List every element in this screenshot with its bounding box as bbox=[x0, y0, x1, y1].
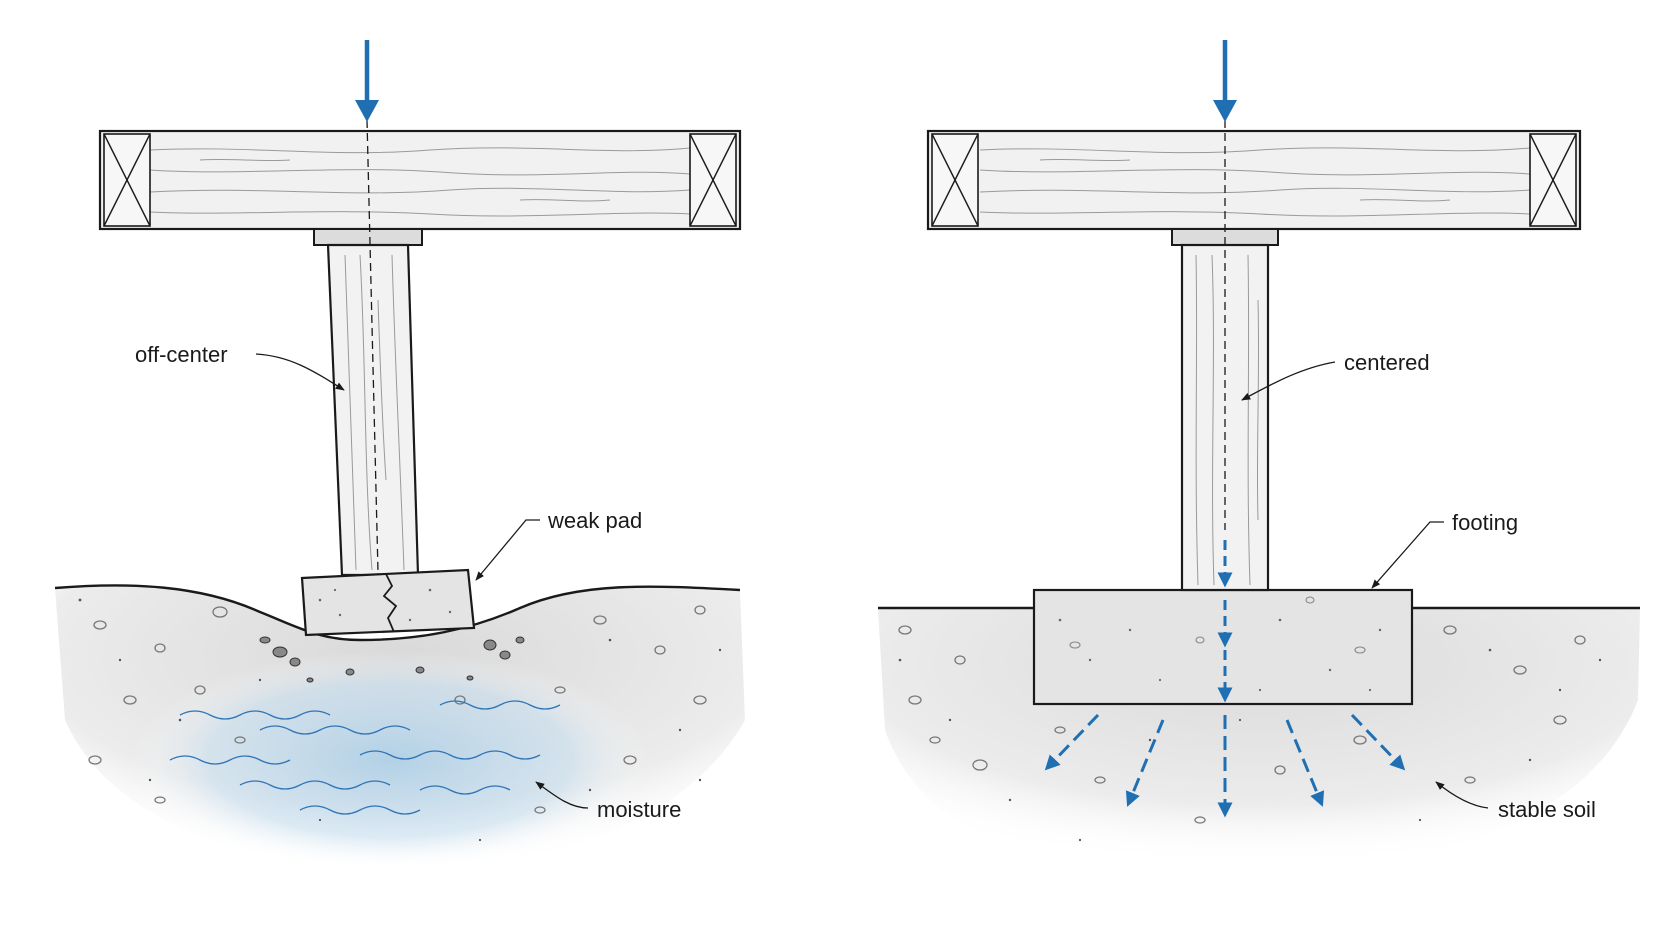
label-moisture: moisture bbox=[597, 797, 681, 822]
left-weak-pad bbox=[300, 568, 476, 637]
left-pad-debris bbox=[259, 636, 525, 683]
leader-centered bbox=[1241, 361, 1336, 401]
right-soil-dots bbox=[898, 648, 1602, 842]
right-beam bbox=[926, 129, 1582, 231]
right-load-spread bbox=[1044, 713, 1406, 818]
label-off-center: off-center bbox=[135, 342, 228, 367]
left-soil-dots bbox=[78, 598, 722, 842]
left-moisture-waves bbox=[169, 700, 561, 815]
left-load-arrow bbox=[355, 40, 379, 122]
right-panel: centered footing stable soil bbox=[878, 40, 1640, 880]
left-panel: off-center weak pad moisture bbox=[54, 40, 745, 870]
label-footing: footing bbox=[1452, 510, 1518, 535]
left-moisture-zone bbox=[130, 650, 650, 870]
left-ground-line bbox=[54, 584, 741, 642]
right-footing bbox=[1032, 588, 1414, 706]
label-centered: centered bbox=[1344, 350, 1430, 375]
leader-weak-pad bbox=[475, 519, 540, 581]
pad-crack bbox=[382, 573, 398, 633]
left-beam bbox=[98, 129, 742, 231]
left-post-cap bbox=[313, 228, 423, 246]
left-post bbox=[326, 243, 420, 577]
label-stable-soil: stable soil bbox=[1498, 797, 1596, 822]
right-load-arrow bbox=[1213, 40, 1237, 122]
leader-footing bbox=[1371, 521, 1444, 589]
label-weak-pad: weak pad bbox=[547, 508, 642, 533]
left-soil-pebbles bbox=[88, 605, 707, 814]
left-load-centerline bbox=[366, 119, 379, 573]
right-soil-pebbles bbox=[898, 625, 1586, 824]
leader-off-center bbox=[255, 353, 345, 391]
leader-stable-soil bbox=[1435, 781, 1489, 809]
leader-moisture bbox=[535, 781, 589, 809]
